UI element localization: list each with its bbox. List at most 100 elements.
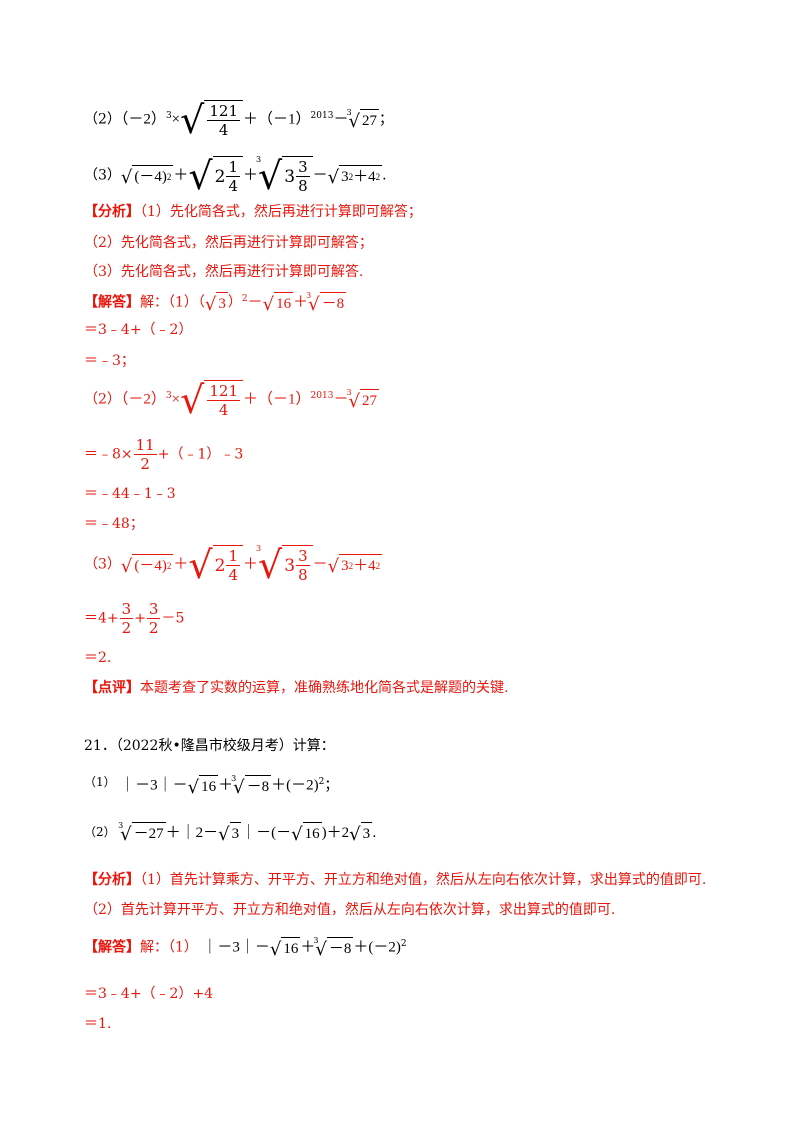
radicand: 16	[199, 774, 219, 797]
term: 4	[368, 557, 376, 574]
denominator: 4	[228, 177, 239, 195]
sqrt: √(－4)2	[120, 164, 174, 188]
part-label: （1）	[84, 775, 116, 789]
denominator: 2	[140, 455, 150, 473]
step-20-3-b: ＝2.	[84, 650, 112, 666]
denominator: 4	[228, 566, 239, 584]
radicand: 3	[216, 291, 228, 314]
cbrt: 3√－8	[231, 773, 272, 798]
radical-sign: 3√	[313, 935, 327, 960]
punct: ；	[378, 111, 393, 128]
denominator: 4	[218, 121, 229, 139]
root-index: 3	[118, 821, 124, 830]
exponent: 2	[348, 171, 354, 182]
radical-sign: √	[188, 154, 213, 198]
radicand: 16	[281, 936, 301, 959]
exponent: 2	[400, 939, 407, 949]
radical-sign: 3√	[118, 821, 132, 845]
comment-tag: 【点评】	[84, 680, 140, 696]
radical-sign: √	[291, 824, 303, 845]
exponent: 3	[165, 110, 172, 121]
radical-sign: √	[327, 555, 340, 577]
cbrt: 3√27	[346, 108, 379, 131]
operator: ＋	[353, 168, 369, 185]
radicand: (－4)2	[132, 164, 174, 187]
term: （－2）	[120, 111, 166, 128]
term: ｜－3｜－	[202, 939, 270, 956]
exponent: 2013	[310, 110, 334, 121]
operator: ＋	[173, 556, 189, 573]
term: (－4)	[134, 168, 167, 185]
sqrt: √16	[291, 822, 322, 845]
step-text: －5	[161, 610, 185, 627]
step-text: +（﹣1）﹣3	[157, 446, 244, 463]
sqrt: √3	[218, 822, 242, 844]
operator: ＋	[243, 556, 259, 573]
numerator: 1	[226, 547, 241, 566]
step-20-2-c: ＝﹣48；	[84, 516, 144, 532]
analysis-21-line-2: （2）首先计算开平方、开立方和绝对值，然后从左向右依次计算，求出算式的值即可.	[84, 902, 616, 918]
operator: ×	[171, 111, 181, 128]
cbrt: 3√－27	[118, 821, 166, 845]
operator: －	[333, 391, 349, 408]
radical-sign: √	[180, 98, 205, 142]
exponent: 3	[165, 390, 172, 401]
operator: ＋	[243, 111, 259, 128]
analysis-20-line-2: （2）先化简各式，然后再进行计算即可解答；	[84, 233, 373, 253]
denominator: 8	[298, 566, 308, 584]
whole: 3	[284, 555, 296, 576]
step-text: ＝4+	[84, 610, 119, 627]
exponent: 2	[348, 560, 354, 571]
radical-sign: 3√	[231, 773, 245, 798]
radicand: 27	[359, 388, 379, 411]
analysis-21-line-1: 【分析】（1）首先计算乘方、开平方、开立方和绝对值，然后从左向右依次计算，求出算…	[84, 870, 706, 890]
radical-sign: 3√	[256, 543, 283, 587]
radical-sign: √	[188, 543, 213, 587]
operator: －	[312, 556, 328, 573]
radicand: －8	[244, 774, 272, 797]
radical-sign: √	[204, 293, 217, 315]
sqrt: √16	[188, 774, 219, 797]
operator: －	[247, 294, 263, 311]
part-label: （2）	[84, 391, 121, 408]
radical-sign: √	[120, 166, 133, 188]
step-20-1-b: ＝﹣3；	[84, 353, 135, 369]
analysis-20-line-1: 【分析】（1）先化简各式，然后再进行计算即可解答；	[84, 202, 422, 222]
whole: 2	[214, 555, 226, 576]
radical-sign: √	[262, 293, 275, 315]
step-20-2-b: ＝﹣44﹣1﹣3	[84, 486, 176, 502]
paren: ）	[227, 294, 242, 311]
root-index: 3	[256, 155, 262, 164]
step-21-1-a: ＝3﹣4+（﹣2）+4	[84, 986, 214, 1002]
operator: ＋	[243, 391, 259, 408]
radical-sign: √	[327, 166, 340, 188]
term: 3	[341, 168, 349, 185]
root-index: 3	[346, 387, 352, 397]
exponent: 2	[318, 777, 325, 787]
radical-sign: √	[180, 378, 205, 422]
analysis-tag: 【分析】	[84, 204, 140, 220]
term: ＋｜2－	[165, 825, 219, 841]
radical-sign: √	[120, 555, 133, 577]
term: ＋(－2)	[271, 777, 319, 794]
operator: ＋	[353, 557, 369, 574]
sqrt: √(－4)2	[120, 553, 174, 577]
operator: ＋	[300, 939, 316, 956]
part-label: （3）	[84, 167, 121, 184]
answer-tag: 【解答】	[84, 294, 140, 311]
answer-tag: 【解答】	[84, 939, 140, 956]
radical-sign: √	[269, 938, 282, 960]
problem-21-part-2: （2） 3√－27＋｜2－√3｜－(－√16)＋2√3.	[84, 822, 377, 844]
